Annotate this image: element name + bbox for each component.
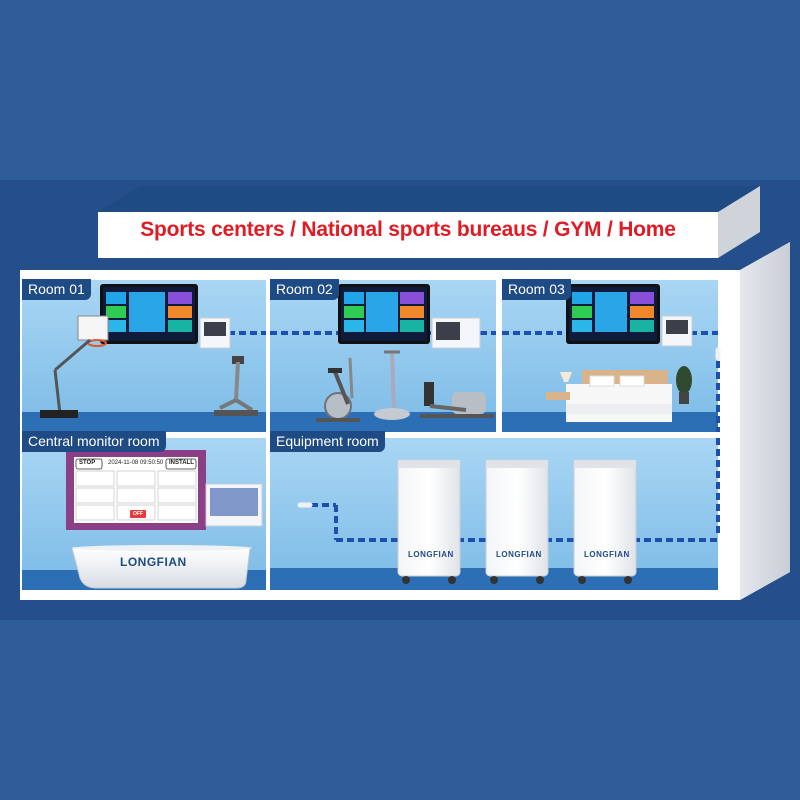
room-02-label: Room 02: [270, 279, 339, 300]
hyperbaric-chamber-icon: [71, 545, 252, 589]
floor: [22, 412, 266, 432]
central-monitor-room-label: Central monitor room: [22, 431, 166, 452]
wall-display-icon: [338, 284, 430, 344]
concentrator-brand-logo: LONGFIAN: [408, 550, 454, 559]
roof-top: [98, 186, 760, 212]
oxygen-concentrator-icon: [485, 459, 549, 584]
control-panel-icon: [431, 317, 481, 349]
bed-icon: [566, 370, 672, 422]
control-panel-icon: [199, 317, 231, 349]
stair-climber-icon: [214, 356, 258, 416]
headline: Sports centers / National sports bureaus…: [140, 218, 676, 241]
room-03-label: Room 03: [502, 279, 571, 300]
exercise-bike-icon: [316, 357, 360, 422]
install-button[interactable]: INSTALL: [169, 460, 194, 466]
concentrator-brand-logo: LONGFIAN: [584, 550, 630, 559]
off-button[interactable]: OFF: [133, 511, 143, 517]
stop-button[interactable]: STOP: [79, 460, 96, 466]
room-01-label: Room 01: [22, 279, 91, 300]
wall-display-icon: [566, 284, 660, 344]
wall-display-icon: [100, 284, 198, 344]
plant-icon: [676, 366, 692, 404]
basketball-hoop-icon: [40, 315, 109, 418]
concentrator-brand-logo: LONGFIAN: [496, 550, 542, 559]
wall-display-icon: [205, 483, 263, 527]
oxygen-concentrator-icon: [573, 459, 637, 584]
oxygen-concentrator-icon: [397, 459, 461, 584]
monitor-panel: [66, 450, 206, 530]
panel-datetime: 2024-11-08 09:50:50: [108, 460, 164, 466]
recumbent-bike-icon: [420, 382, 494, 418]
lamp-icon: [546, 372, 572, 400]
control-panel-icon: [661, 315, 693, 347]
roof-sign: [98, 212, 718, 258]
elliptical-icon: [374, 349, 410, 420]
chamber-brand-logo: LONGFIAN: [120, 555, 187, 569]
equipment-room-label: Equipment room: [270, 431, 385, 452]
